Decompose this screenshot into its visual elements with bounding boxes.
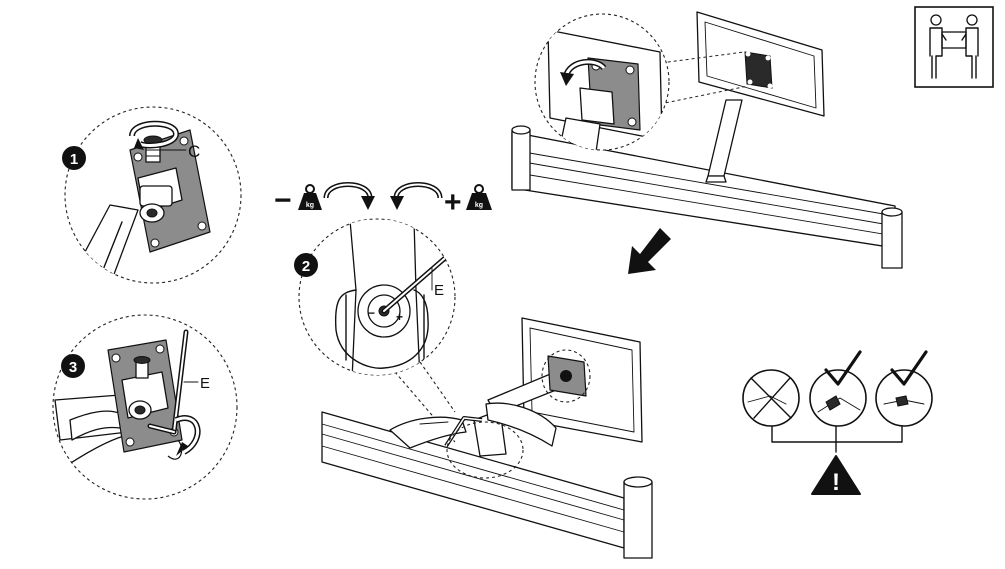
part-label-e-step3: E [200, 375, 210, 392]
weight-adjust-legend: − kg + kg [274, 182, 492, 219]
desk-rail-bottom [321, 411, 625, 549]
desk-rail-top [511, 131, 896, 249]
warning-triangle-icon: ! [811, 455, 861, 496]
weight-unit-left: kg [306, 202, 314, 209]
rotate-cw-icon [390, 182, 443, 210]
step-1-badge [62, 146, 86, 170]
step-1-number: 1 [70, 151, 78, 168]
increase-sign: + [444, 186, 462, 219]
step-3-badge [61, 354, 85, 378]
decrease-sign: − [274, 184, 292, 217]
step-3-panel: E 3 [52, 314, 238, 500]
bottom-scene-illustration [321, 317, 653, 559]
rotate-arrow-icon [134, 138, 144, 150]
dial-minus: − [368, 306, 375, 320]
weight-kg-icon: kg [466, 184, 492, 210]
dial-plus: + [396, 310, 403, 324]
rotate-ccw-icon [323, 182, 375, 210]
step-2-illustration [334, 219, 455, 375]
weight-kg-icon: kg [298, 184, 322, 210]
step-3-number: 3 [69, 359, 77, 376]
weight-unit-right: kg [475, 202, 483, 209]
step-2-number: 2 [302, 258, 310, 275]
step-1-illustration [69, 120, 211, 283]
step-2-panel: E − + 2 [294, 218, 456, 443]
warning-symbol: ! [832, 469, 840, 496]
arrow-down-left-icon [628, 228, 671, 274]
part-label-e-step2: E [434, 282, 444, 299]
two-person-lift-icon [914, 6, 994, 88]
warning-section: ! [742, 350, 933, 496]
checkmark-icon [875, 350, 933, 427]
step-2-badge [294, 253, 318, 277]
part-label-c: C [188, 142, 200, 161]
step-1-panel: C 1 [62, 106, 242, 284]
top-scene-illustration [511, 11, 903, 269]
checkmark-icon [809, 350, 867, 427]
step-3-illustration [54, 329, 201, 471]
prohibited-icon [742, 369, 800, 427]
